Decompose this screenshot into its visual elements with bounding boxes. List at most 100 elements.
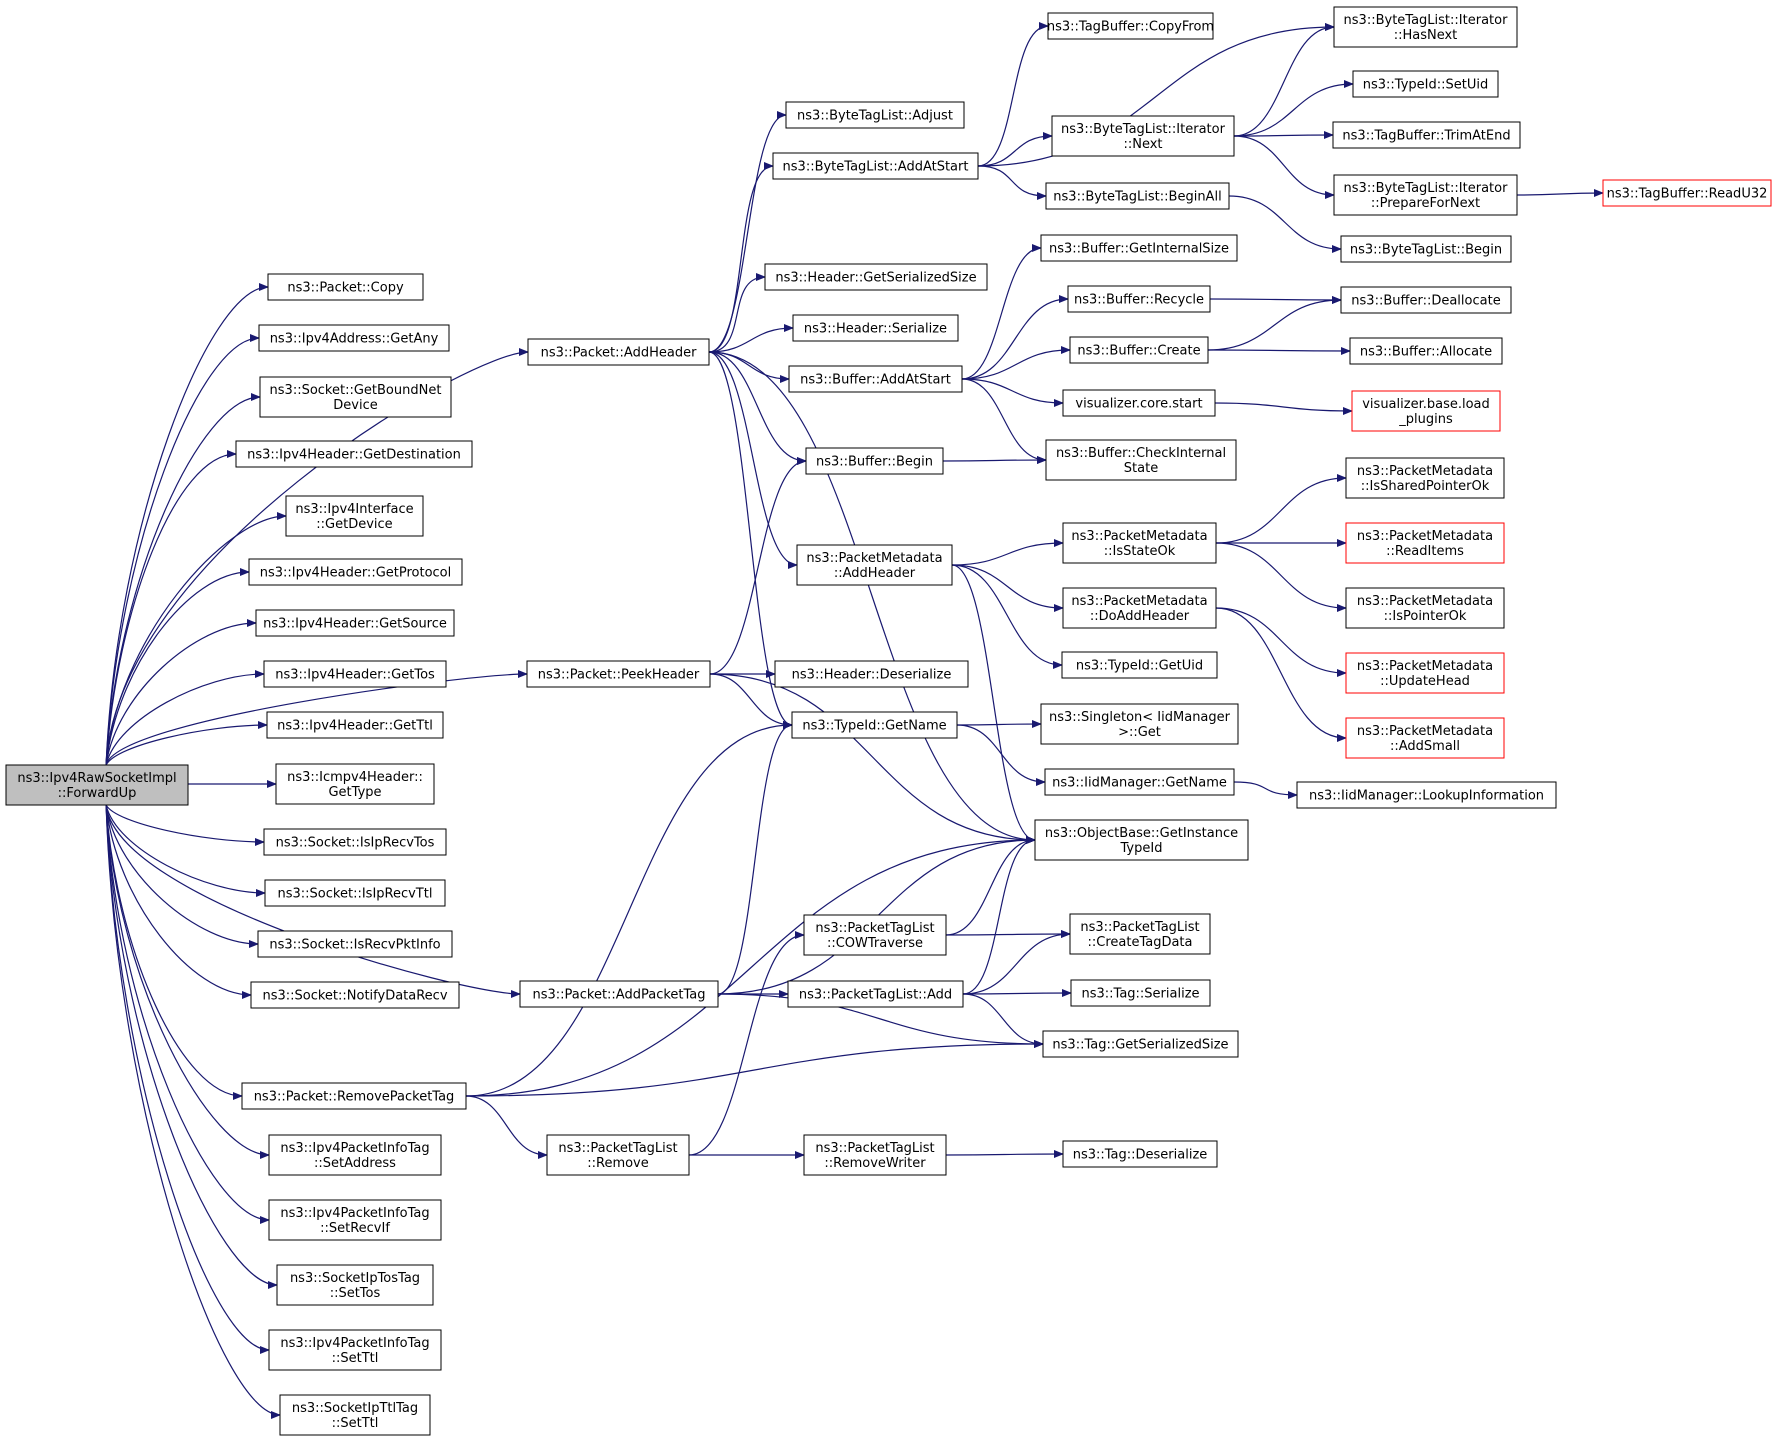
node-label: ns3::Ipv4Address::GetAny [270,332,439,347]
node-btlitnext[interactable]: ns3::ByteTagList::Iterator::Next [1051,115,1235,157]
node-pmreaditems[interactable]: ns3::PacketMetadata::ReadItems [1345,522,1505,564]
node-visbaseload[interactable]: visualizer.base.load_plugins [1351,390,1501,432]
node-ifdevice[interactable]: ns3::Ipv4Interface::GetDevice [285,495,424,537]
node-pmisstateok[interactable]: ns3::PacketMetadata::IsStateOk [1062,522,1217,564]
node-tagdeserialize[interactable]: ns3::Tag::Deserialize [1062,1140,1218,1168]
node-isiprecvttl[interactable]: ns3::Socket::IsIpRecvTtl [264,879,446,907]
node-label: ::SetTtl [332,1351,379,1366]
node-bufgetinternal[interactable]: ns3::Buffer::GetInternalSize [1040,234,1238,262]
node-box [268,1134,442,1176]
node-taggetsize[interactable]: ns3::Tag::GetSerializedSize [1042,1030,1239,1058]
node-gettos[interactable]: ns3::Ipv4Header::GetTos [263,660,447,688]
node-label: ns3::Ipv4PacketInfoTag [280,1336,429,1351]
node-addheader[interactable]: ns3::Packet::AddHeader [527,338,710,366]
node-btlitprepare[interactable]: ns3::ByteTagList::Iterator::PrepareForNe… [1333,174,1518,216]
edge-root-to-getttl [105,721,268,766]
node-isiprecvtos[interactable]: ns3::Socket::IsIpRecvTos [263,828,447,856]
node-notifydata[interactable]: ns3::Socket::NotifyDataRecv [250,981,460,1009]
node-box [1044,768,1235,796]
node-pmispointerok[interactable]: ns3::PacketMetadata::IsPointerOk [1345,587,1505,629]
node-singletonget[interactable]: ns3::Singleton< IidManager >::Get [1040,703,1239,745]
edge-addheader-to-pmaddheader [708,351,798,569]
node-ptlcow[interactable]: ns3::PacketTagList::COWTraverse [803,914,947,956]
node-bufbegin[interactable]: ns3::Buffer::Begin [805,447,944,475]
node-removetag[interactable]: ns3::Packet::RemovePacketTag [241,1082,467,1110]
edge-root-to-getsource [105,619,257,766]
edge-btladdatstart-to-btlbeginall [977,165,1047,200]
node-bufrecycle[interactable]: ns3::Buffer::Recycle [1067,285,1211,313]
node-ptlremove[interactable]: ns3::PacketTagList::Remove [546,1134,690,1176]
node-btlbegin[interactable]: ns3::ByteTagList::Begin [1340,235,1512,263]
node-isrecvpkt[interactable]: ns3::Socket::IsRecvPktInfo [257,930,453,958]
node-setaddress[interactable]: ns3::Ipv4PacketInfoTag::SetAddress [268,1134,442,1176]
node-label: ns3::Packet::RemovePacketTag [254,1090,455,1105]
node-btladjust[interactable]: ns3::ByteTagList::Adjust [785,101,965,129]
node-box [546,1134,690,1176]
node-hdrserialize[interactable]: ns3::Header::Serialize [792,314,959,342]
node-pmaddsmall[interactable]: ns3::PacketMetadata::AddSmall [1345,717,1505,759]
edge-root-to-getany [105,334,260,766]
node-viscorestart[interactable]: visualizer.core.start [1062,389,1216,417]
node-getany[interactable]: ns3::Ipv4Address::GetAny [258,324,450,352]
node-peekheader[interactable]: ns3::Packet::PeekHeader [526,660,711,688]
node-pmaddheader[interactable]: ns3::PacketMetadata::AddHeader [796,544,953,586]
node-label: ::AddHeader [834,566,916,581]
edge-viscorestart-to-visbaseload [1214,402,1353,415]
node-pmupdatehead[interactable]: ns3::PacketMetadata::UpdateHead [1345,652,1505,694]
node-hdrgetsize[interactable]: ns3::Header::GetSerializedSize [764,263,988,291]
node-bufdeallocate[interactable]: ns3::Buffer::Deallocate [1340,286,1512,314]
node-iidgetname[interactable]: ns3::IidManager::GetName [1044,768,1235,796]
node-setttl2[interactable]: ns3::SocketIpTtlTag::SetTtl [279,1394,431,1436]
node-hdrdeserialize[interactable]: ns3::Header::Deserialize [774,660,969,688]
node-copy[interactable]: ns3::Packet::Copy [267,273,424,301]
node-label: ns3::ObjectBase::GetInstance [1045,826,1238,841]
node-ptlremovewriter[interactable]: ns3::PacketTagList::RemoveWriter [803,1134,947,1176]
node-tagserialize[interactable]: ns3::Tag::Serialize [1070,979,1211,1007]
node-bufallocate[interactable]: ns3::Buffer::Allocate [1349,337,1503,365]
node-tbtrimatend[interactable]: ns3::TagBuffer::TrimAtEnd [1332,121,1521,149]
edge-ptladd-to-tagserialize [962,989,1072,998]
node-label: ns3::Socket::GetBoundNet [270,383,442,398]
node-typeidgetuid[interactable]: ns3::TypeId::GetUid [1061,651,1218,679]
node-label: ns3::Tag::Deserialize [1073,1148,1208,1163]
node-btlbeginall[interactable]: ns3::ByteTagList::BeginAll [1045,182,1230,210]
node-btlithasnext[interactable]: ns3::ByteTagList::Iterator::HasNext [1333,6,1518,48]
node-btladdatstart[interactable]: ns3::ByteTagList::AddAtStart [772,152,979,180]
node-typeidgetname[interactable]: ns3::TypeId::GetName [791,711,958,739]
node-icmptype[interactable]: ns3::Icmpv4Header::GetType [275,763,435,805]
node-tbcopyfrom[interactable]: ns3::TagBuffer::CopyFrom [1047,12,1214,40]
node-label: ns3::Ipv4Header::GetSource [263,617,447,632]
node-pmdoaddheader[interactable]: ns3::PacketMetadata::DoAddHeader [1062,587,1217,629]
node-getdest[interactable]: ns3::Ipv4Header::GetDestination [235,440,473,468]
node-label: ns3::Ipv4Header::GetDestination [247,448,461,463]
node-setrecvif[interactable]: ns3::Ipv4PacketInfoTag::SetRecvIf [268,1199,442,1241]
node-getsource[interactable]: ns3::Ipv4Header::GetSource [255,609,455,637]
node-label: ns3::PacketTagList [815,1141,934,1156]
node-label: TypeId [1120,841,1163,856]
node-addpackettag[interactable]: ns3::Packet::AddPacketTag [519,980,719,1008]
node-setttl[interactable]: ns3::Ipv4PacketInfoTag::SetTtl [268,1329,442,1371]
node-root[interactable]: ns3::Ipv4RawSocketImpl::ForwardUp [5,764,189,806]
node-pmissharedptr[interactable]: ns3::PacketMetadata::IsSharedPointerOk [1345,457,1505,499]
node-box [526,660,711,688]
node-box [519,980,719,1008]
node-box [1045,439,1237,481]
node-label: ::ReadItems [1386,544,1464,559]
node-typeidsetuid[interactable]: ns3::TypeId::SetUid [1352,70,1499,98]
edge-bufaddatstart-to-bufcheckinternal [961,378,1047,464]
node-bufaddatstart[interactable]: ns3::Buffer::AddAtStart [788,365,963,393]
node-ptladd[interactable]: ns3::PacketTagList::Add [787,980,964,1008]
node-iidlookup[interactable]: ns3::IidManager::LookupInformation [1296,781,1557,809]
node-getproto[interactable]: ns3::Ipv4Header::GetProtocol [248,558,463,586]
node-bufcreate[interactable]: ns3::Buffer::Create [1069,336,1209,364]
node-box [285,495,424,537]
node-label: ::SetAddress [314,1156,396,1171]
node-getttl[interactable]: ns3::Ipv4Header::GetTtl [266,711,444,739]
node-settos[interactable]: ns3::SocketIpTosTag::SetTos [276,1264,434,1306]
node-label: ns3::PacketMetadata [806,551,942,566]
node-tbreadu32[interactable]: ns3::TagBuffer::ReadU32 [1602,179,1772,207]
node-ptlcreatetag[interactable]: ns3::PacketTagList::CreateTagData [1069,913,1211,955]
